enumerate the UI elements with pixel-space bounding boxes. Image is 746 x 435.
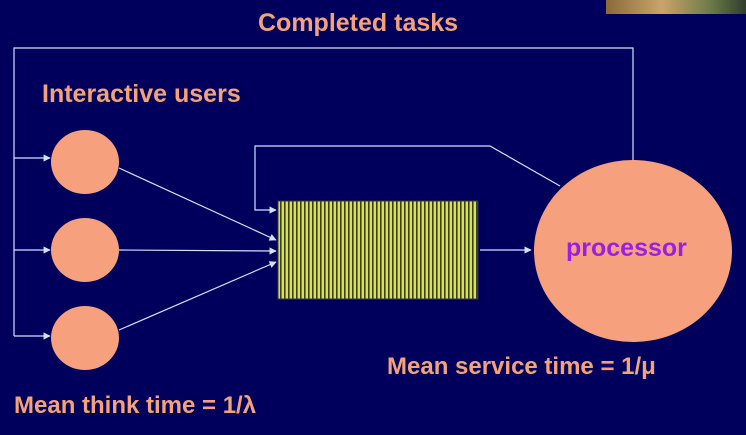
user-to-queue-arrows <box>118 167 277 331</box>
arrow-user1-queue <box>118 167 277 241</box>
processor-return-loop <box>254 145 561 214</box>
processor-label: processor <box>566 234 687 262</box>
processor <box>534 160 732 342</box>
loop-top-line <box>13 47 634 336</box>
mean-service-time-label: Mean service time = 1/μ <box>387 353 656 380</box>
interactive-users-label: Interactive users <box>42 80 241 108</box>
user-node-3 <box>51 306 119 370</box>
user-node-1 <box>51 130 119 194</box>
completed-tasks-label: Completed tasks <box>258 9 459 37</box>
completed-tasks-loop <box>13 47 634 340</box>
presenter-thumbnail <box>606 0 746 14</box>
arrow-user3-queue <box>118 261 277 331</box>
queue <box>277 200 479 300</box>
user-node-2 <box>51 218 119 282</box>
mean-think-time-label: Mean think time = 1/λ <box>14 392 257 419</box>
arrow-user2-queue <box>118 247 277 255</box>
